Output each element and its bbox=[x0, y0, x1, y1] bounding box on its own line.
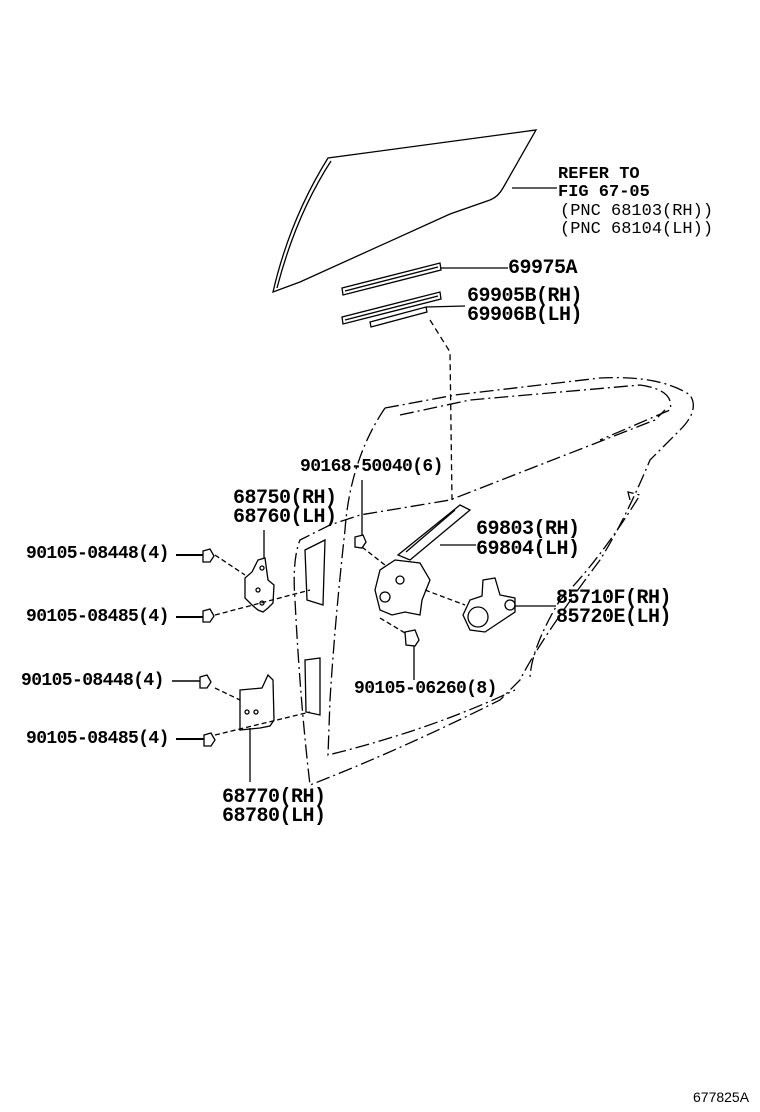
door-outline bbox=[293, 376, 694, 786]
part-label-69975A[interactable]: 69975A bbox=[508, 257, 578, 280]
part-label-68780[interactable]: 68780(LH) bbox=[222, 805, 326, 828]
glass-strip-69975A bbox=[341, 262, 508, 296]
part-label-90105-08448-lower[interactable]: 90105-08448(4) bbox=[21, 671, 164, 691]
part-label-69906B[interactable]: 69906B(LH) bbox=[467, 304, 583, 327]
part-label-90168-50040[interactable]: 90168-50040(6) bbox=[300, 457, 443, 477]
bolt-08485-lower bbox=[176, 732, 216, 747]
part-label-68750[interactable]: 68750(RH) bbox=[233, 487, 337, 510]
part-label-90105-08448-upper[interactable]: 90105-08448(4) bbox=[26, 544, 169, 564]
refer-line-3: (PNC 68103(RH)) bbox=[560, 202, 714, 221]
door-glass bbox=[272, 129, 557, 294]
bolt-08485-upper bbox=[176, 608, 215, 623]
part-label-69905B[interactable]: 69905B(RH) bbox=[467, 285, 583, 308]
part-label-69804[interactable]: 69804(LH) bbox=[476, 538, 580, 561]
figure-id: 677825A bbox=[693, 1089, 750, 1105]
bolt-08448-upper bbox=[176, 548, 215, 563]
part-label-85710F[interactable]: 85710F(RH) bbox=[556, 587, 672, 610]
bolt-08448-lower bbox=[172, 674, 212, 689]
window-motor bbox=[462, 577, 556, 633]
part-label-90105-08485-upper[interactable]: 90105-08485(4) bbox=[26, 607, 169, 627]
refer-line-1: REFER TO bbox=[558, 165, 640, 184]
lower-hinge bbox=[214, 673, 311, 782]
glass-run-69905B bbox=[341, 291, 466, 501]
upper-hinge bbox=[214, 530, 311, 616]
part-label-68760[interactable]: 68760(LH) bbox=[233, 506, 337, 529]
door-hinge-mount bbox=[304, 538, 326, 716]
bolt-50040 bbox=[354, 480, 367, 549]
part-label-90105-06260[interactable]: 90105-06260(8) bbox=[354, 679, 497, 699]
part-label-90105-08485-lower[interactable]: 90105-08485(4) bbox=[26, 729, 169, 749]
refer-line-2: FIG 67-05 bbox=[558, 183, 650, 202]
part-label-68770[interactable]: 68770(RH) bbox=[222, 786, 326, 809]
part-label-85720E[interactable]: 85720E(LH) bbox=[556, 606, 672, 629]
refer-line-4: (PNC 68104(LH)) bbox=[560, 220, 714, 239]
part-label-69803[interactable]: 69803(RH) bbox=[476, 518, 580, 541]
window-regulator bbox=[361, 504, 476, 634]
bolt-06260 bbox=[404, 629, 420, 680]
